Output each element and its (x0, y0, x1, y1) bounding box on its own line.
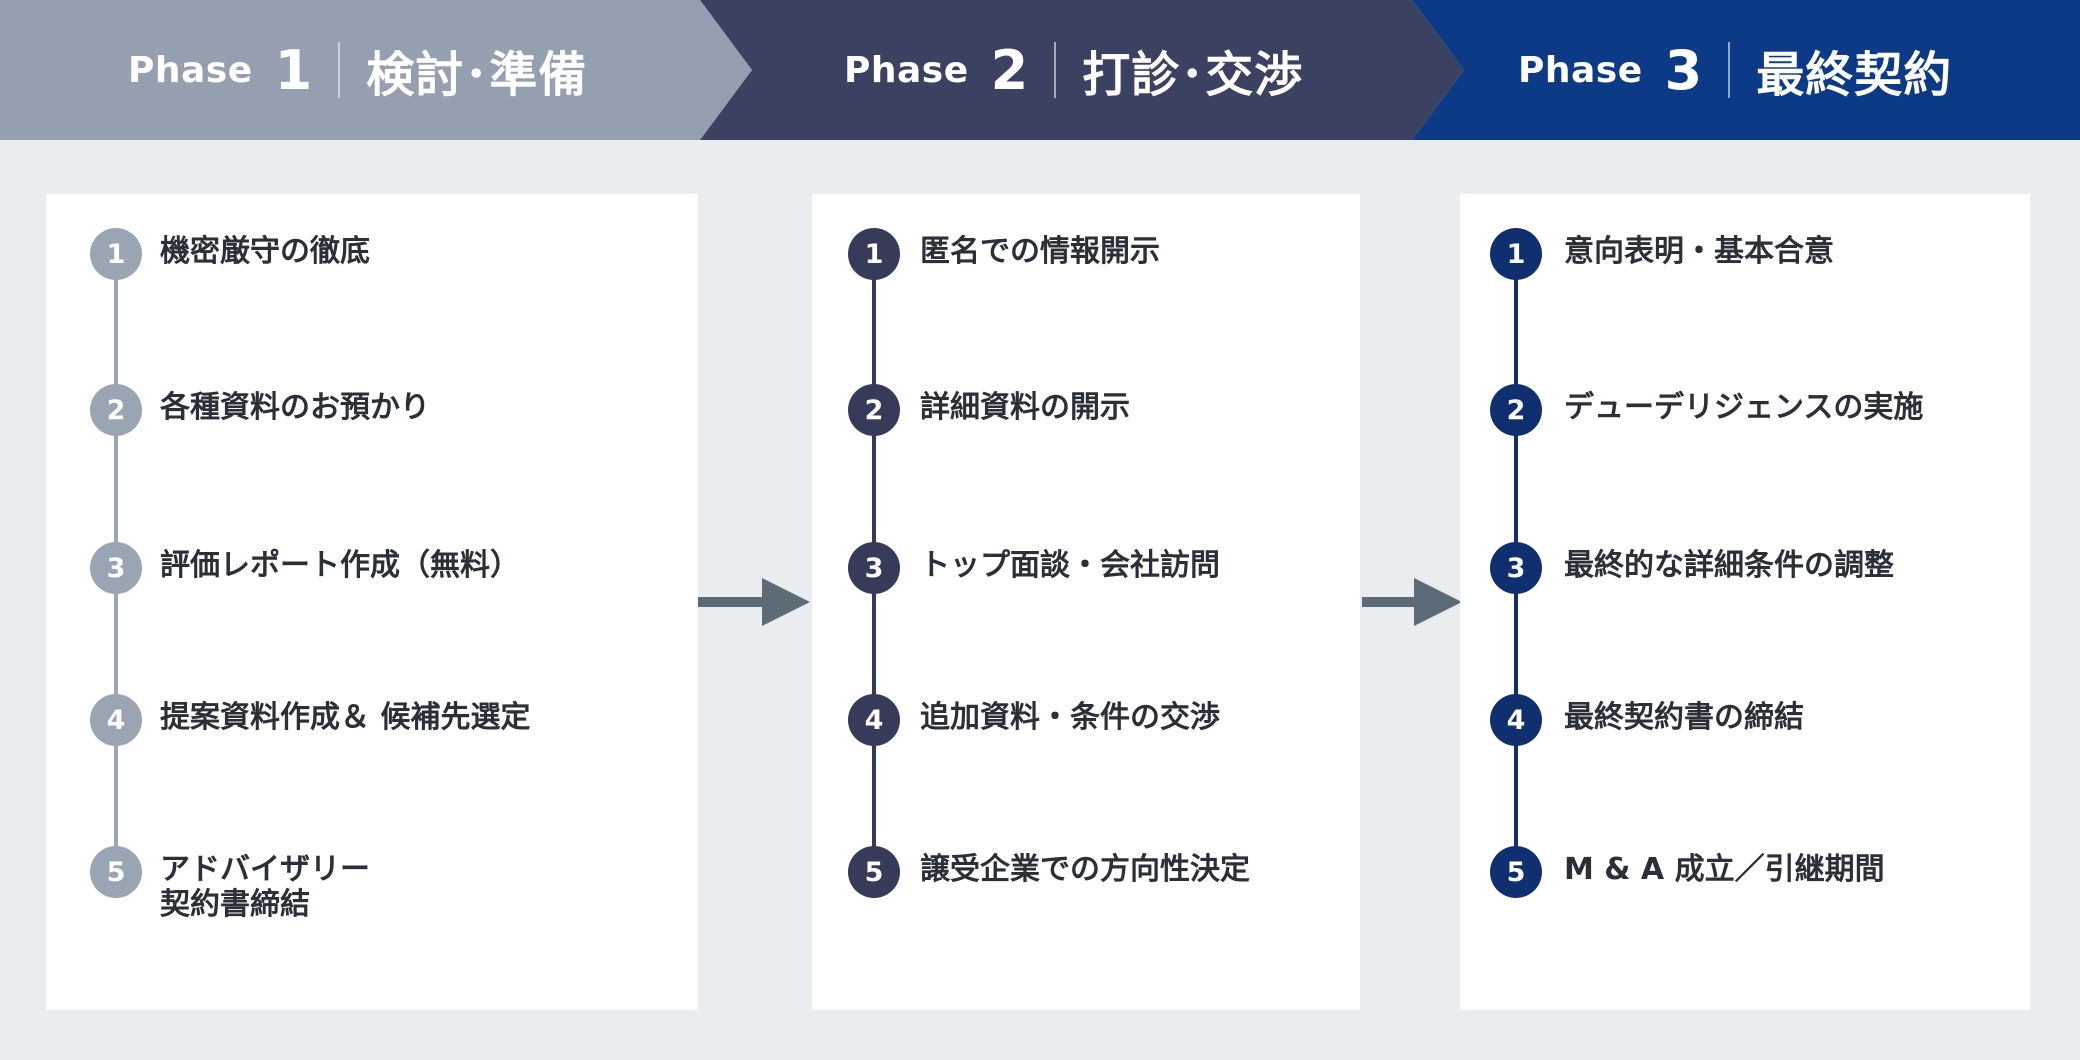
phase-2-label: Phase 2 打診･交渉 (844, 0, 1303, 140)
step-number-badge: 3 (848, 542, 900, 594)
phase-header-band: Phase 1 検討･準備 Phase 2 打診･交渉 Phase 3 最終契約 (0, 0, 2080, 140)
phase-divider (338, 42, 341, 98)
step-label: 追加資料・条件の交渉 (920, 700, 1220, 735)
step-number-badge: 2 (848, 384, 900, 436)
step-label: 提案資料作成＆ 候補先選定 (160, 700, 531, 735)
phase-3-steps: 1 意向表明・基本合意 2 デューデリジェンスの実施 3 最終的な詳細条件の調整… (1460, 194, 2030, 1010)
phase-number: 2 (990, 38, 1029, 102)
phase-3-card: 1 意向表明・基本合意 2 デューデリジェンスの実施 3 最終的な詳細条件の調整… (1460, 194, 2030, 1010)
step-number-badge: 5 (848, 846, 900, 898)
phase-3-chevron (1412, 0, 2080, 140)
flow-arrow-icon (698, 578, 810, 626)
step-label: アドバイザリー 契約書締結 (160, 852, 370, 922)
step-label: 意向表明・基本合意 (1564, 234, 1834, 269)
step-label: 各種資料のお預かり (160, 390, 430, 425)
phase-title: 検討･準備 (366, 47, 588, 103)
phase-chevrons (0, 0, 2080, 140)
phase-word: Phase (128, 49, 253, 91)
step-number-badge: 4 (1490, 694, 1542, 746)
phase-number: 3 (1664, 38, 1703, 102)
step-label: 評価レポート作成（無料） (160, 548, 520, 583)
phase-1-steps: 1 機密厳守の徹底 2 各種資料のお預かり 3 評価レポート作成（無料） 4 提… (46, 194, 698, 1010)
flow-arrow-icon (1362, 578, 1462, 626)
step-number-badge: 1 (848, 228, 900, 280)
step-number-badge: 1 (1490, 228, 1542, 280)
phase-3-label: Phase 3 最終契約 (1518, 0, 1952, 140)
step-label: 最終契約書の締結 (1564, 700, 1804, 735)
step-label: 匿名での情報開示 (920, 234, 1160, 269)
phase-divider (1728, 42, 1731, 98)
step-number-badge: 5 (1490, 846, 1542, 898)
step-number-badge: 4 (848, 694, 900, 746)
step-number-badge: 3 (90, 542, 142, 594)
step-number-badge: 4 (90, 694, 142, 746)
step-number-badge: 3 (1490, 542, 1542, 594)
step-label: トップ面談・会社訪問 (920, 548, 1220, 583)
step-label: デューデリジェンスの実施 (1564, 390, 1924, 425)
phase-2-chevron (700, 0, 1464, 140)
phase-word: Phase (844, 49, 969, 91)
phase-1-chevron (0, 0, 752, 140)
step-number-badge: 1 (90, 228, 142, 280)
phase-2-steps: 1 匿名での情報開示 2 詳細資料の開示 3 トップ面談・会社訪問 4 追加資料… (812, 194, 1360, 1010)
step-label-line: アドバイザリー (160, 852, 370, 887)
phase-divider (1054, 42, 1057, 98)
step-label: 詳細資料の開示 (920, 390, 1130, 425)
phase-2-card: 1 匿名での情報開示 2 詳細資料の開示 3 トップ面談・会社訪問 4 追加資料… (812, 194, 1360, 1010)
step-number-badge: 5 (90, 846, 142, 898)
phase-title: 打診･交渉 (1082, 47, 1304, 103)
step-number-badge: 2 (1490, 384, 1542, 436)
step-label: 譲受企業での方向性決定 (920, 852, 1250, 887)
phase-word: Phase (1518, 49, 1643, 91)
phase-title: 最終契約 (1756, 47, 1953, 103)
step-label: 機密厳守の徹底 (160, 234, 370, 269)
step-label: M & A 成立／引継期間 (1564, 852, 1885, 887)
step-label: 最終的な詳細条件の調整 (1564, 548, 1894, 583)
phase-1-card: 1 機密厳守の徹底 2 各種資料のお預かり 3 評価レポート作成（無料） 4 提… (46, 194, 698, 1010)
phase-number: 1 (274, 38, 313, 102)
phase-1-label: Phase 1 検討･準備 (128, 0, 587, 140)
step-label-line: 契約書締結 (160, 887, 310, 922)
step-number-badge: 2 (90, 384, 142, 436)
